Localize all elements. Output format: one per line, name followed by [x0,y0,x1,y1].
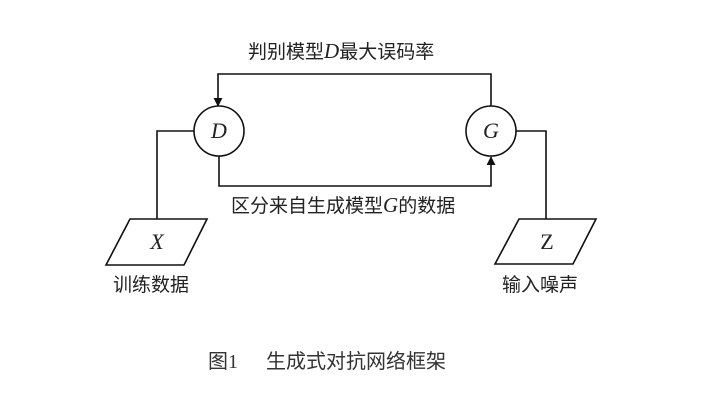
input-noise-node [493,218,598,265]
generator-node [465,105,517,157]
input-noise-caption: 输入噪声 [502,274,579,296]
figure-number: 图1 [208,351,238,373]
bottom-edge-label-var: G [383,193,399,217]
top-edge-label: 判别模型D最大误码率 [248,40,434,63]
training-data-node [104,218,209,266]
discriminator-node [193,105,245,157]
edge-d-to-g-bottom [218,155,496,187]
bottom-edge-label-suffix: 的数据 [398,195,456,217]
top-edge-label-suffix: 最大误码率 [339,41,435,63]
bottom-edge-label-prefix: 区分来自生成模型 [231,195,384,217]
training-data-caption: 训练数据 [113,274,190,296]
figure-title: 生成式对抗网络框架 [266,349,446,373]
input-noise-letter: Z [540,229,554,254]
bottom-edge-label: 区分来自生成模型G的数据 [231,194,455,217]
figure-caption: 图1 生成式对抗网络框架 [208,350,446,373]
discriminator-letter: D [211,118,227,143]
edge-g-to-d-top [213,73,492,107]
edge-g-to-z [516,130,547,219]
training-data-letter: X [150,229,164,254]
generator-letter: G [483,118,499,143]
edge-d-to-x [156,130,194,219]
top-edge-label-prefix: 判别模型 [248,41,325,63]
top-edge-label-var: D [324,39,340,63]
